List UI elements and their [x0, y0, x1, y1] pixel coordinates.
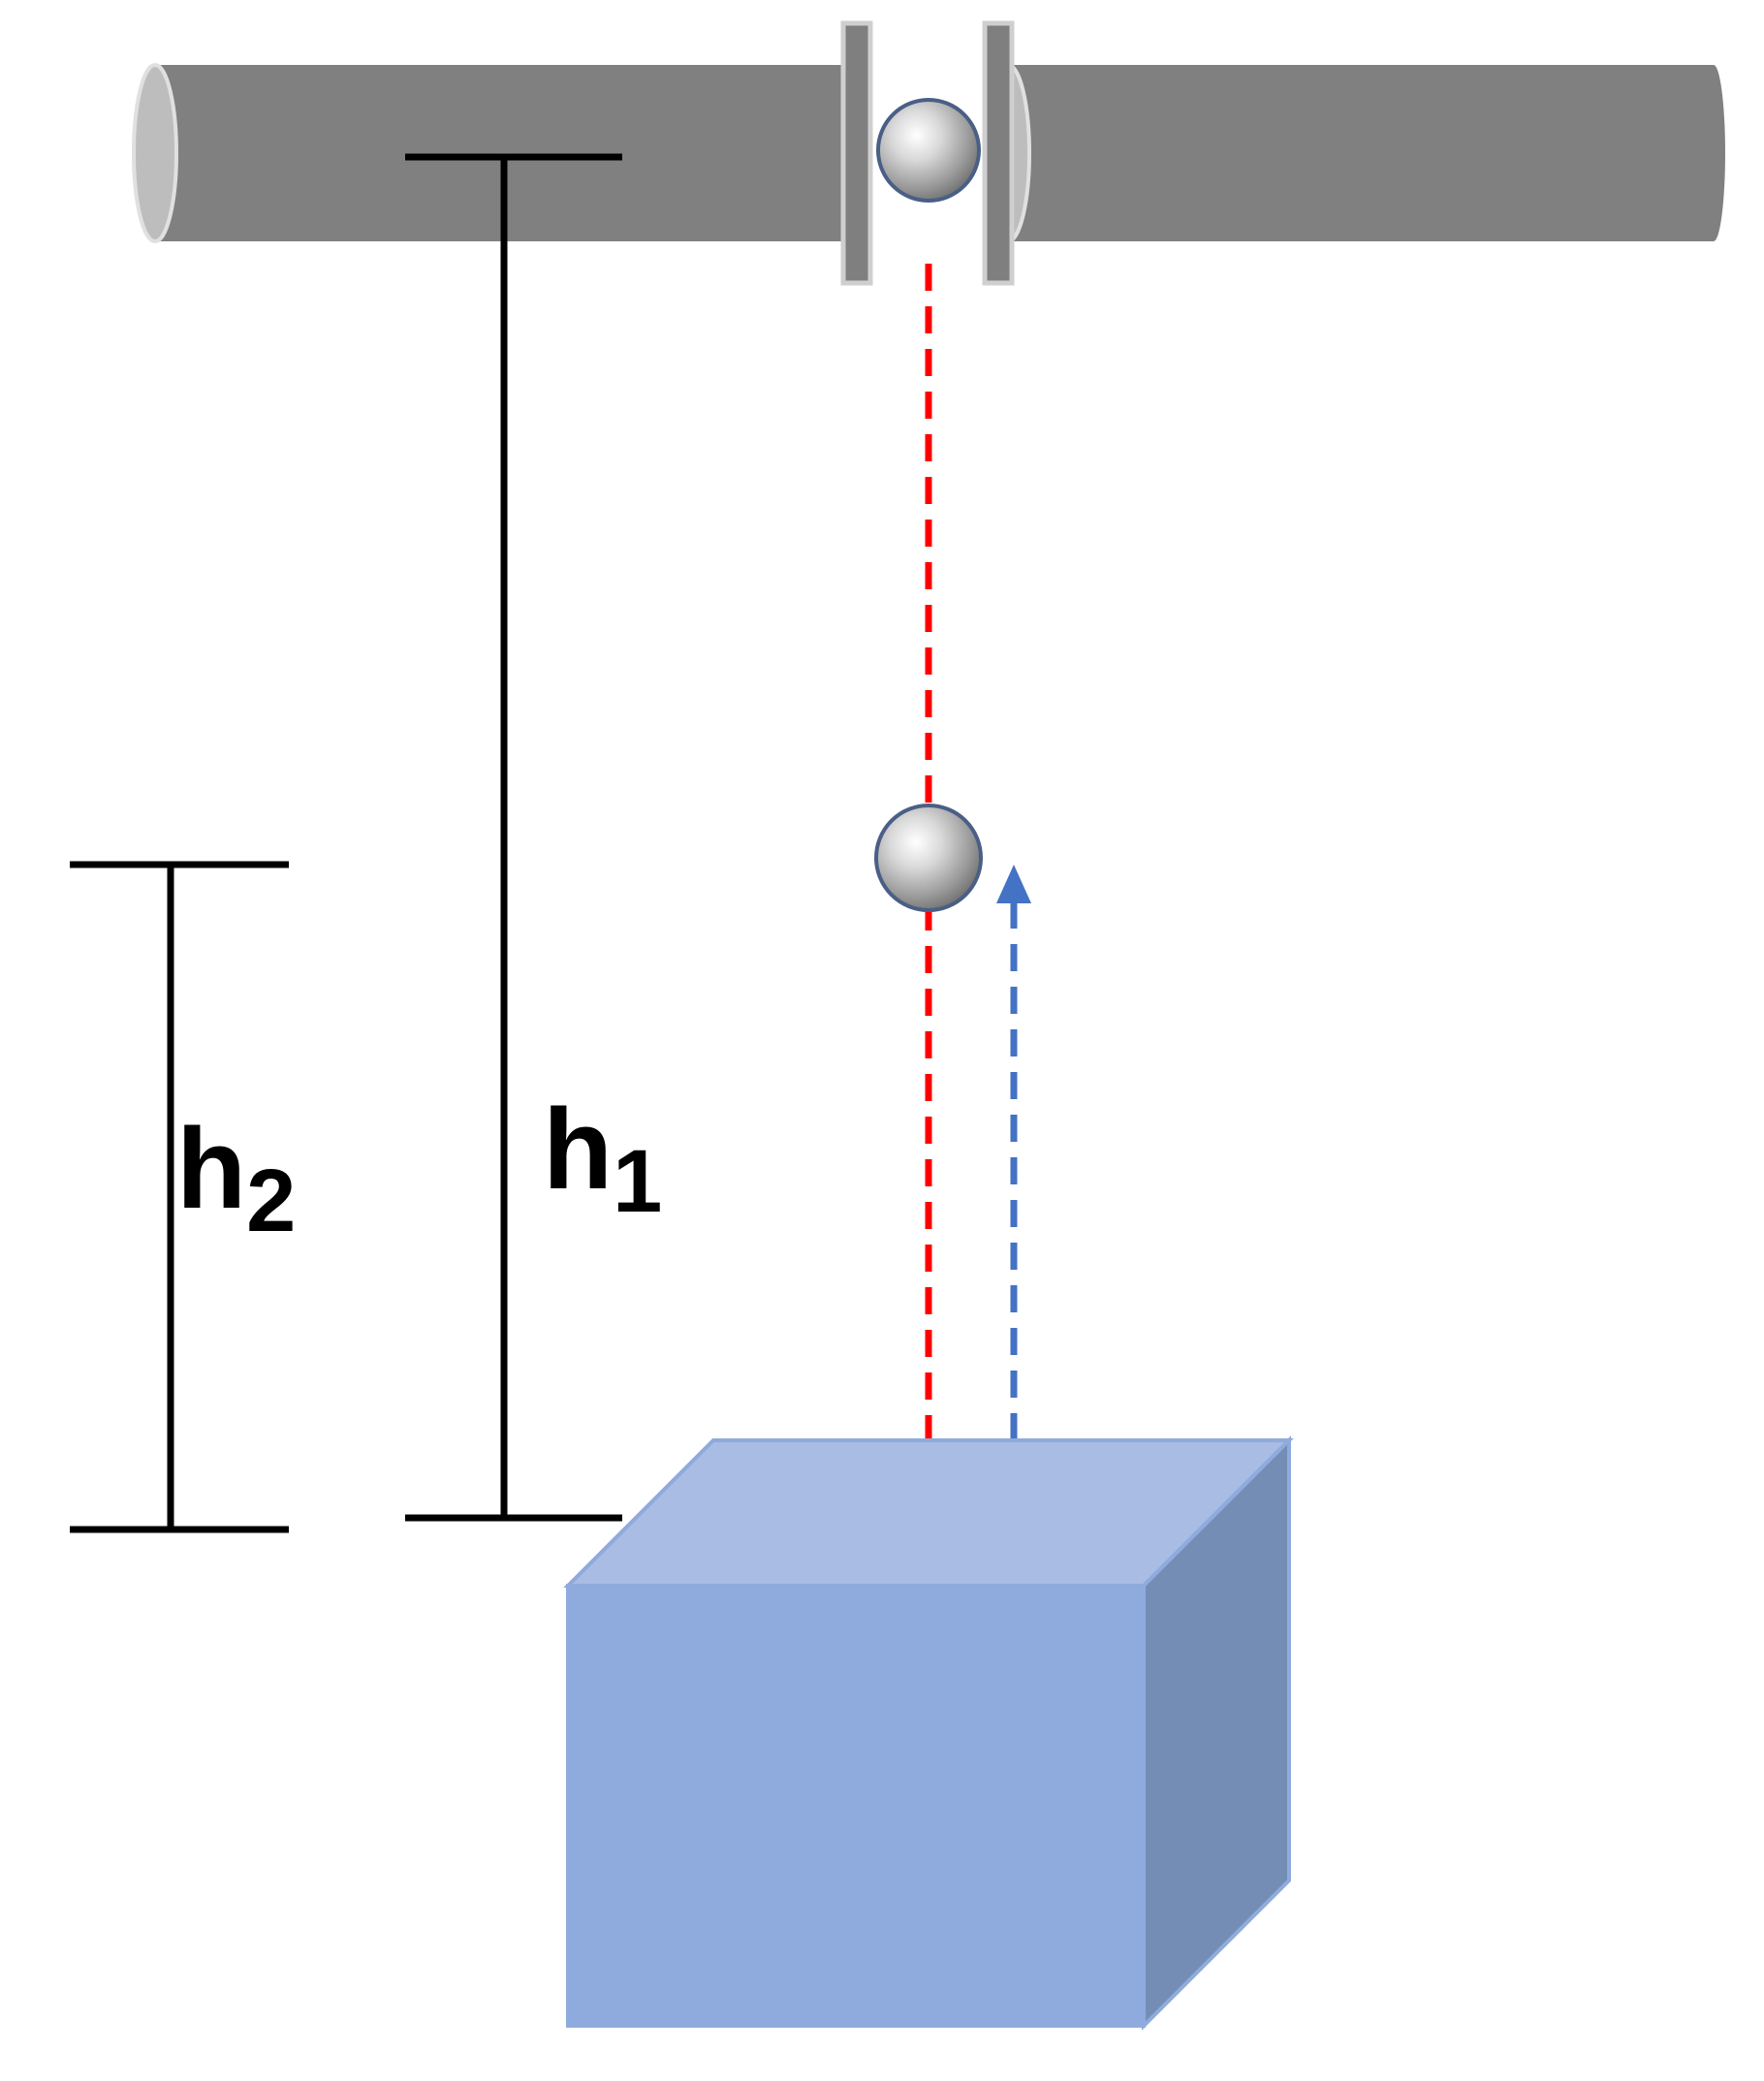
target-block — [563, 1435, 1294, 2031]
arrow-up-icon — [996, 865, 1031, 903]
block-front-face — [566, 1584, 1146, 2028]
clamp-plate-right — [982, 20, 1015, 286]
h2-label: h2 — [176, 1105, 296, 1250]
clamp-plate-left — [840, 20, 873, 286]
steel-ball-icon — [874, 804, 983, 912]
dimension-h1: h1 — [405, 153, 662, 1522]
dimension-h2: h2 — [70, 861, 296, 1533]
tube-assembly — [132, 20, 1725, 286]
tube-left — [132, 63, 845, 243]
steel-ball-top — [876, 98, 981, 203]
rebound-path — [996, 865, 1031, 1531]
steel-ball-icon — [876, 98, 981, 203]
tube-right — [985, 63, 1725, 243]
steel-ball-rebound — [874, 804, 983, 912]
h1-label: h1 — [543, 1086, 662, 1231]
